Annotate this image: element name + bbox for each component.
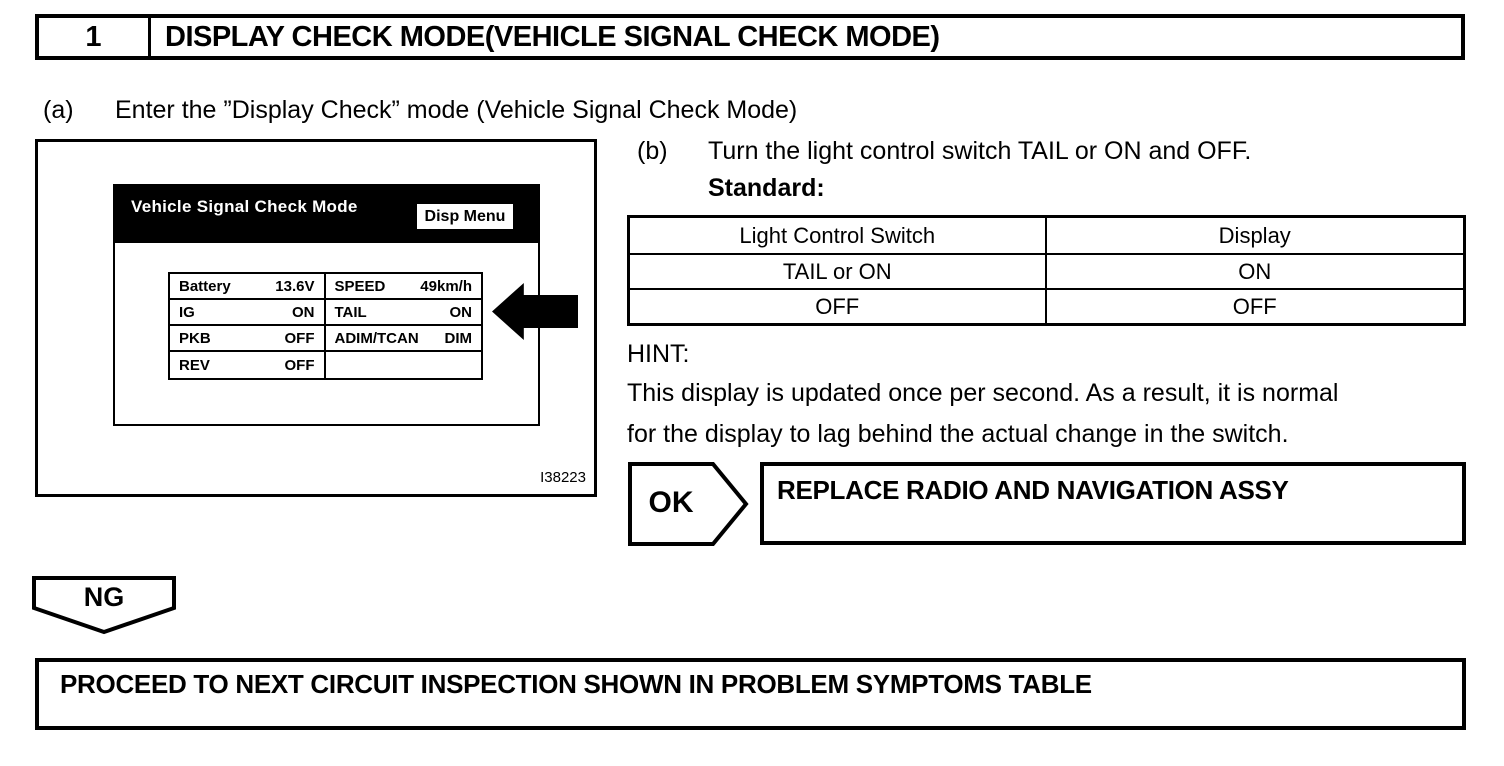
signal-cell: SPEED 49km/h — [326, 274, 482, 298]
table-cell: TAIL or ON — [630, 255, 1047, 288]
signal-cell: PKB OFF — [170, 326, 326, 350]
step-b-text: Turn the light control switch TAIL or ON… — [708, 137, 1252, 165]
signal-cell: REV OFF — [170, 352, 326, 378]
table-cell: ON — [1238, 258, 1272, 284]
standard-table: Light Control Switch Display TAIL or ON … — [627, 215, 1466, 326]
standard-heading: Standard: — [708, 174, 825, 202]
signal-value: ON — [449, 303, 473, 321]
signal-label: TAIL — [334, 303, 367, 321]
ng-action-box: PROCEED TO NEXT CIRCUIT INSPECTION SHOWN… — [35, 658, 1466, 730]
signal-row: REV OFF — [170, 352, 481, 378]
signal-row: PKB OFF ADIM/TCAN DIM — [170, 326, 481, 352]
standard-table-header: Light Control Switch — [630, 218, 1047, 253]
signal-label: PKB — [179, 329, 211, 347]
ok-action-box: REPLACE RADIO AND NAVIGATION ASSY — [760, 462, 1466, 545]
signal-row: IG ON TAIL ON — [170, 300, 481, 326]
signal-value: 13.6V — [275, 277, 315, 295]
ng-badge: NG — [32, 576, 176, 636]
table-cell: OFF — [630, 290, 1047, 323]
signal-cell: ADIM/TCAN DIM — [326, 326, 482, 350]
hint-heading: HINT: — [627, 340, 690, 368]
signal-cell — [326, 352, 482, 378]
signal-value: DIM — [444, 329, 473, 347]
step-title: DISPLAY CHECK MODE(VEHICLE SIGNAL CHECK … — [165, 20, 940, 53]
ng-pentagon-icon — [32, 576, 176, 635]
table-row: TAIL or ON ON — [630, 253, 1463, 288]
signal-cell: TAIL ON — [326, 300, 482, 324]
ok-badge: OK — [628, 462, 750, 546]
signal-label: Battery — [179, 277, 231, 295]
step-a-label: (a) — [43, 96, 74, 124]
hint-text: This display is updated once per second.… — [627, 379, 1339, 407]
signal-label: IG — [179, 303, 195, 321]
signal-value: OFF — [284, 356, 315, 374]
figure-id: I38223 — [540, 469, 586, 486]
step-a-text: Enter the ”Display Check” mode (Vehicle … — [115, 96, 798, 124]
signal-label: SPEED — [334, 277, 386, 295]
standard-table-header-row: Light Control Switch Display — [630, 218, 1463, 253]
signal-value: OFF — [284, 329, 315, 347]
step-header: 1 DISPLAY CHECK MODE(VEHICLE SIGNAL CHEC… — [35, 14, 1465, 60]
hint-text: for the display to lag behind the actual… — [627, 420, 1289, 448]
table-cell: OFF — [1232, 293, 1277, 319]
step-number: 1 — [39, 18, 151, 56]
vehicle-signal-screen: Vehicle Signal Check Mode Disp Menu Batt… — [113, 184, 540, 426]
signal-label: REV — [179, 356, 210, 374]
figure-box: Vehicle Signal Check Mode Disp Menu Batt… — [35, 139, 597, 497]
signal-cell: Battery 13.6V — [170, 274, 326, 298]
ng-badge-label: NG — [83, 582, 125, 612]
signal-value: 49km/h — [420, 277, 472, 295]
signal-table: Battery 13.6V SPEED 49km/h IG ON TAIL ON — [168, 272, 483, 380]
table-row: OFF OFF — [630, 288, 1463, 323]
step-b-label: (b) — [637, 137, 668, 165]
disp-menu-button: Disp Menu — [417, 204, 513, 229]
ok-badge-label: OK — [648, 486, 694, 519]
signal-row: Battery 13.6V SPEED 49km/h — [170, 274, 481, 300]
screen-header: Vehicle Signal Check Mode Disp Menu — [115, 186, 538, 243]
signal-cell: IG ON — [170, 300, 326, 324]
ok-pentagon-icon — [628, 462, 749, 546]
standard-table-header: Display — [1218, 222, 1291, 248]
signal-label: ADIM/TCAN — [334, 329, 419, 347]
screen-title: Vehicle Signal Check Mode — [131, 197, 358, 216]
signal-value: ON — [292, 303, 315, 321]
